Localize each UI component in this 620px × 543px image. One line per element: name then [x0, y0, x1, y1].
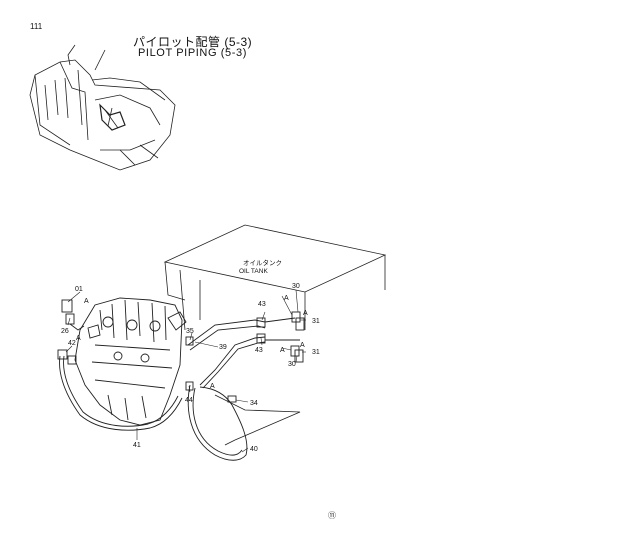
title-english: PILOT PIPING (5-3) [138, 47, 248, 59]
section-marker-a: A [284, 295, 289, 302]
callout-30-upper: 30 [292, 283, 300, 290]
callout-30-lower: 30 [288, 361, 296, 368]
callout-01: 01 [75, 286, 83, 293]
oil-tank-label-en: OIL TANK [239, 268, 268, 275]
pilot-hoses [59, 317, 300, 461]
right-fittings [185, 311, 305, 403]
left-fittings [57, 299, 85, 365]
callout-43-lower: 43 [255, 347, 263, 354]
callout-40: 40 [250, 446, 258, 453]
section-marker-a: A [303, 310, 308, 317]
page-number: 111 [30, 22, 43, 31]
section-marker-a: A [300, 342, 305, 349]
section-marker-a: A [84, 298, 89, 305]
callout-26: 26 [61, 328, 69, 335]
callout-44: 44 [185, 397, 193, 404]
oil-tank-label-jp: オイルタンク [243, 258, 282, 267]
callout-31-lower: 31 [312, 349, 320, 356]
section-marker-a: A [210, 383, 215, 390]
callout-42: 42 [68, 340, 76, 347]
callout-41: 41 [133, 442, 141, 449]
section-marker-a: A [76, 335, 81, 342]
callout-43-upper: 43 [258, 301, 266, 308]
section-marker-a: A [280, 347, 285, 354]
callout-34: 34 [250, 400, 258, 407]
title-japanese: パイロット配管 (5-3) [133, 35, 253, 49]
control-valve-assembly [74, 297, 187, 426]
excavator-overview-illustration [29, 44, 176, 171]
leader-lines [65, 289, 306, 453]
callout-39: 39 [219, 344, 227, 351]
footer-mark: ⑪ [328, 511, 336, 520]
callout-35: 35 [186, 328, 194, 335]
oil-tank [163, 224, 387, 331]
callout-31-upper: 31 [312, 318, 320, 325]
